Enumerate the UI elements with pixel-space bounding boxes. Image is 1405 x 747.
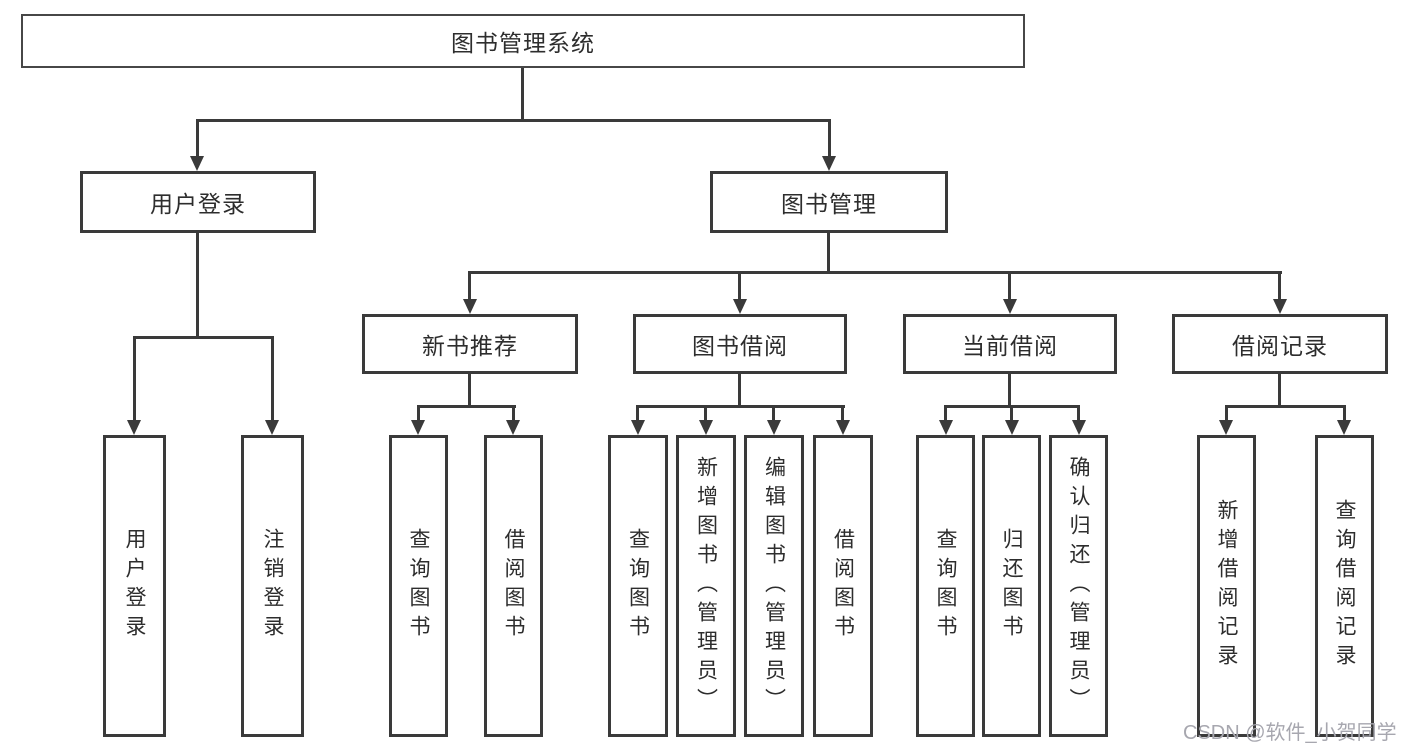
arrowhead-down-leaf-current-confirm xyxy=(1072,420,1086,435)
leaf-newbooks-borrow-label: 借阅图书 xyxy=(502,528,526,644)
connector-to-leaf-records-query xyxy=(1343,405,1346,421)
arrowhead-down-leaf-current-return xyxy=(1005,420,1019,435)
arrowhead-down-leaf-logout xyxy=(265,420,279,435)
leaf-current-confirm-admin: 确认归还（管理员） xyxy=(1049,435,1108,737)
connector-to-leaf-current-confirm xyxy=(1077,405,1080,421)
leaf-records-query-label: 查询借阅记录 xyxy=(1333,499,1357,673)
leaf-logout-label: 注销登录 xyxy=(261,528,285,644)
arrowhead-down-leaf-user-login xyxy=(127,420,141,435)
connector-to-leaf-current-query xyxy=(944,405,947,421)
connector-to-leaf-user-login xyxy=(133,336,136,421)
node-book-borrow-label: 图书借阅 xyxy=(692,333,788,359)
leaf-borrow-query-label: 查询图书 xyxy=(626,528,650,644)
arrowhead-down-new-book-recommend xyxy=(463,299,477,314)
leaf-borrow-book-label: 借阅图书 xyxy=(831,528,855,644)
connector-to-leaf-borrow-query xyxy=(636,405,639,421)
connector-new-book-rail xyxy=(417,405,516,408)
arrowhead-down-leaf-borrow-book xyxy=(836,420,850,435)
connector-book-borrow-stem xyxy=(738,374,741,408)
leaf-borrow-edit-admin-label: 编辑图书（管理员） xyxy=(762,455,786,717)
node-book-management: 图书管理 xyxy=(710,171,948,233)
connector-to-leaf-current-return xyxy=(1010,405,1013,421)
connector-to-leaf-logout xyxy=(271,336,274,421)
leaf-borrow-edit-admin: 编辑图书（管理员） xyxy=(744,435,804,737)
arrowhead-down-borrow-records xyxy=(1273,299,1287,314)
connector-user-login-stem xyxy=(196,233,199,338)
connector-to-leaf-borrow-edit xyxy=(772,405,775,421)
leaf-borrow-add-admin-label: 新增图书（管理员） xyxy=(694,455,718,717)
connector-to-book-management xyxy=(828,119,831,157)
connector-to-user-login xyxy=(196,119,199,157)
connector-to-leaf-records-add xyxy=(1225,405,1228,421)
connector-to-leaf-newbooks-borrow xyxy=(512,405,515,421)
arrowhead-down-book-borrow xyxy=(733,299,747,314)
arrowhead-down-leaf-current-query xyxy=(939,420,953,435)
node-current-borrow-label: 当前借阅 xyxy=(962,333,1058,359)
leaf-records-query: 查询借阅记录 xyxy=(1315,435,1374,737)
connector-root-stem xyxy=(521,68,524,121)
arrowhead-down-leaf-newbooks-query xyxy=(411,420,425,435)
arrowhead-down-leaf-borrow-add xyxy=(699,420,713,435)
node-current-borrow: 当前借阅 xyxy=(903,314,1117,374)
leaf-newbooks-borrow: 借阅图书 xyxy=(484,435,543,737)
node-root-label: 图书管理系统 xyxy=(451,30,595,56)
connector-records-stem xyxy=(1278,374,1281,408)
connector-current-borrow-stem xyxy=(1008,374,1011,408)
connector-user-login-rail xyxy=(133,336,274,339)
connector-book-management-stem xyxy=(827,233,830,274)
leaf-current-confirm-admin-label: 确认归还（管理员） xyxy=(1067,455,1091,717)
arrowhead-down-leaf-records-add xyxy=(1219,420,1233,435)
node-book-management-label: 图书管理 xyxy=(781,191,877,217)
leaf-logout: 注销登录 xyxy=(241,435,304,737)
connector-records-rail xyxy=(1225,405,1346,408)
leaf-borrow-query: 查询图书 xyxy=(608,435,668,737)
leaf-current-query: 查询图书 xyxy=(916,435,975,737)
connector-to-borrow-records xyxy=(1278,271,1281,300)
connector-to-leaf-newbooks-query xyxy=(417,405,420,421)
connector-to-current-borrow xyxy=(1008,271,1011,300)
leaf-records-add: 新增借阅记录 xyxy=(1197,435,1256,737)
arrowhead-down-leaf-newbooks-borrow xyxy=(506,420,520,435)
leaf-user-login: 用户登录 xyxy=(103,435,166,737)
leaf-current-query-label: 查询图书 xyxy=(934,528,958,644)
connector-to-leaf-borrow-book xyxy=(841,405,844,421)
csdn-watermark: CSDN @软件_小贺同学 xyxy=(1183,722,1397,744)
leaf-borrow-book: 借阅图书 xyxy=(813,435,873,737)
connector-root-rail xyxy=(196,119,831,122)
connector-to-book-borrow xyxy=(738,271,741,300)
leaf-newbooks-query: 查询图书 xyxy=(389,435,448,737)
node-new-book-recommend-label: 新书推荐 xyxy=(422,333,518,359)
arrowhead-down-book-management xyxy=(822,156,836,171)
leaf-records-add-label: 新增借阅记录 xyxy=(1215,499,1239,673)
node-user-login: 用户登录 xyxy=(80,171,316,233)
connector-book-management-rail xyxy=(468,271,1282,274)
arrowhead-down-leaf-borrow-query xyxy=(631,420,645,435)
connector-to-leaf-borrow-add xyxy=(704,405,707,421)
node-book-borrow: 图书借阅 xyxy=(633,314,847,374)
node-borrow-records: 借阅记录 xyxy=(1172,314,1388,374)
arrowhead-down-user-login xyxy=(190,156,204,171)
leaf-current-return: 归还图书 xyxy=(982,435,1041,737)
leaf-current-return-label: 归还图书 xyxy=(1000,528,1024,644)
leaf-newbooks-query-label: 查询图书 xyxy=(407,528,431,644)
node-new-book-recommend: 新书推荐 xyxy=(362,314,578,374)
connector-new-book-stem xyxy=(468,374,471,408)
leaf-borrow-add-admin: 新增图书（管理员） xyxy=(676,435,736,737)
arrowhead-down-current-borrow xyxy=(1003,299,1017,314)
node-root: 图书管理系统 xyxy=(21,14,1025,68)
connector-book-borrow-rail xyxy=(636,405,845,408)
arrowhead-down-leaf-borrow-edit xyxy=(767,420,781,435)
node-borrow-records-label: 借阅记录 xyxy=(1232,333,1328,359)
leaf-user-login-label: 用户登录 xyxy=(123,528,147,644)
node-user-login-label: 用户登录 xyxy=(150,191,246,217)
arrowhead-down-leaf-records-query xyxy=(1337,420,1351,435)
connector-to-new-book-recommend xyxy=(468,271,471,300)
